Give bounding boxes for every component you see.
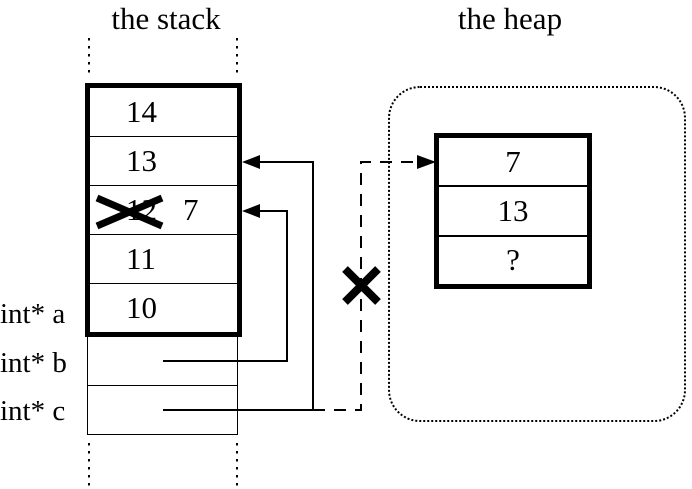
stack-guide-bottom-right <box>236 443 238 489</box>
stack-cell-value: 14 <box>126 94 157 129</box>
pointer-b-arrowhead-icon <box>242 204 260 218</box>
pointer-cell-b <box>88 337 237 386</box>
stack-cell-modified: 12 7 <box>90 186 237 235</box>
heap-block-box: 7 13 ? <box>434 133 592 289</box>
stack-cell-value: 11 <box>126 241 156 276</box>
heap-cell-13: 13 <box>439 187 587 237</box>
label-int-c: int* c <box>0 395 66 427</box>
stack-cell-14: 14 <box>90 88 237 137</box>
stack-cell-10: 10 <box>90 284 237 332</box>
stack-guide-top-right <box>236 38 238 78</box>
pointer-cell-c <box>88 386 237 434</box>
heap-cell-unknown: ? <box>439 237 587 284</box>
stack-cell-value: 10 <box>126 290 157 325</box>
stack-cell-new-value: 7 <box>183 192 199 227</box>
stack-cell-11: 11 <box>90 235 237 284</box>
label-int-b: int* b <box>0 347 67 379</box>
invalid-pointer-x-icon <box>342 266 381 305</box>
stack-cell-value: 13 <box>126 143 157 178</box>
pointer-c-arrowhead-icon <box>242 155 260 169</box>
stack-frame-box: 14 13 12 7 11 10 <box>85 83 242 337</box>
heap-cell-value: 13 <box>497 192 529 228</box>
heap-cell-7: 7 <box>439 138 587 188</box>
heap-cell-value: 7 <box>505 143 521 179</box>
heap-title: the heap <box>457 1 563 36</box>
stack-guide-bottom-left <box>88 443 90 489</box>
stack-cell-13: 13 <box>90 137 237 186</box>
label-int-a: int* a <box>0 298 66 330</box>
stack-title: the stack <box>111 1 221 36</box>
pointer-variable-cells <box>87 337 238 435</box>
stack-cell-old-value: 12 <box>126 192 157 227</box>
stack-guide-top-left <box>88 38 90 78</box>
heap-cell-value: ? <box>506 242 520 278</box>
